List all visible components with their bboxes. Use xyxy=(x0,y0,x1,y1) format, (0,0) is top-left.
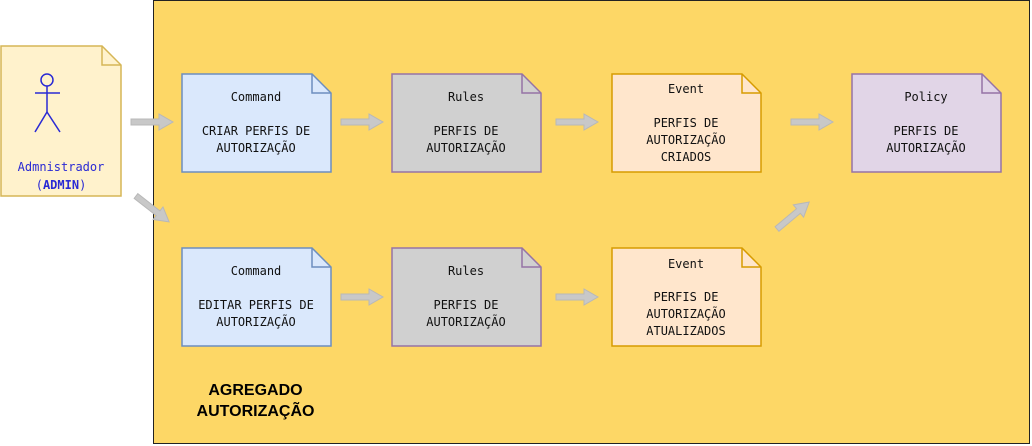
aggregate-container xyxy=(153,0,1030,444)
command-text: CRIAR PERFIS DE AUTORIZAÇÃO xyxy=(201,124,311,155)
event-note-updated[interactable]: Event PERFIS DE AUTORIZAÇÃO ATUALIZADOS xyxy=(611,247,762,347)
command-type-label: Command xyxy=(230,264,282,278)
actor-name: Admnistrador xyxy=(17,160,105,174)
rules-note-edit[interactable]: Rules PERFIS DE AUTORIZAÇÃO xyxy=(391,247,542,347)
actor-note[interactable] xyxy=(0,45,122,197)
rules-text: PERFIS DE AUTORIZAÇÃO xyxy=(426,298,506,329)
event-text: PERFIS DE AUTORIZAÇÃO CRIADOS xyxy=(646,116,726,164)
command-note-edit[interactable]: Command EDITAR PERFIS DE AUTORIZAÇÃO xyxy=(181,247,332,347)
rules-text: PERFIS DE AUTORIZAÇÃO xyxy=(426,124,506,155)
rules-type-label: Rules xyxy=(447,264,485,278)
aggregate-label: AGREGADO AUTORIZAÇÃO xyxy=(196,382,315,420)
command-note-create[interactable]: Command CRIAR PERFIS DE AUTORIZAÇÃO xyxy=(181,73,332,173)
rules-note-create[interactable]: Rules PERFIS DE AUTORIZAÇÃO xyxy=(391,73,542,173)
person-icon xyxy=(34,73,61,133)
actor-label: Admnistrador (ADMIN) xyxy=(0,158,122,194)
policy-type-label: Policy xyxy=(904,90,948,104)
policy-note[interactable]: Policy PERFIS DE AUTORIZAÇÃO xyxy=(851,73,1002,173)
event-note-created[interactable]: Event PERFIS DE AUTORIZAÇÃO CRIADOS xyxy=(611,73,762,173)
command-type-label: Command xyxy=(230,90,282,104)
actor-note-shape xyxy=(0,45,122,197)
event-text: PERFIS DE AUTORIZAÇÃO ATUALIZADOS xyxy=(646,290,726,338)
actor-role: (ADMIN) xyxy=(35,178,87,192)
event-type-label: Event xyxy=(667,82,705,96)
rules-type-label: Rules xyxy=(447,90,485,104)
event-type-label: Event xyxy=(667,257,705,271)
policy-text: PERFIS DE AUTORIZAÇÃO xyxy=(886,124,966,155)
command-text: EDITAR PERFIS DE AUTORIZAÇÃO xyxy=(198,298,314,329)
